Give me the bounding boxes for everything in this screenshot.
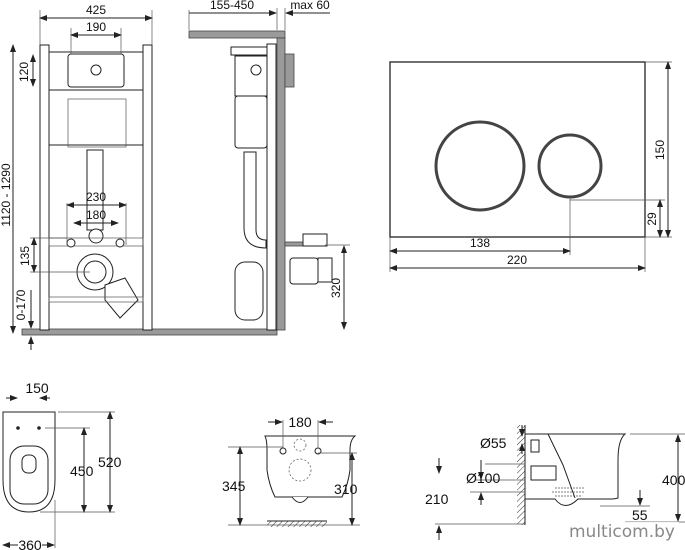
dim-drain-height: 135 [18, 246, 32, 266]
dim-plate-height: 120 [17, 62, 31, 82]
dim-top-height: 345 [222, 478, 246, 494]
dim-stud-inner: 180 [86, 208, 106, 222]
toilet-bowl-rear [264, 435, 357, 498]
dim-hole-spacing: 150 [25, 380, 49, 396]
cistern [48, 89, 144, 146]
dim-button-offset: 29 [645, 212, 659, 226]
dim-length: 520 [98, 454, 122, 470]
toilet-rear-view: 180 345 310 [222, 414, 360, 527]
dim-plate-width2: 220 [507, 253, 527, 267]
dim-button-distance: 138 [470, 236, 490, 250]
dim-stud-outer: 230 [86, 190, 106, 204]
ceiling-slab [188, 30, 286, 39]
toilet-side-view: Ø55 Ø100 210 400 55 [425, 425, 685, 540]
dim-frame-width: 425 [86, 3, 106, 17]
wall [276, 37, 286, 331]
dim-outlet-height: 210 [425, 491, 449, 507]
toilet-seat [9, 445, 49, 505]
flush-plate-drawing: 150 29 138 220 [389, 61, 672, 272]
dim-plate-width: 190 [86, 20, 106, 34]
toilet-top-view: 150 450 520 360 [2, 380, 122, 550]
drain-bend [234, 261, 264, 321]
frame-post-left [39, 44, 50, 331]
dim-plate-h: 150 [653, 140, 667, 160]
dim-bottom-offset: 55 [632, 507, 648, 523]
flush-button-small [537, 133, 603, 199]
flush-button-large [434, 120, 526, 212]
toilet-bowl-side [524, 433, 627, 506]
dim-outlet-diameter: Ø100 [466, 470, 500, 486]
frame-post-right [142, 44, 153, 331]
dim-drain-axis: 320 [329, 278, 343, 298]
dim-wall-max: max 60 [290, 0, 330, 12]
dim-hole-to-front: 450 [70, 463, 94, 479]
dim-rear-hole-spacing: 180 [288, 414, 312, 430]
dim-inlet-diameter: Ø55 [480, 435, 507, 451]
cistern-side [234, 95, 268, 149]
frame-side-view: 155-450 max 60 320 [188, 0, 350, 331]
dim-side-height: 400 [662, 472, 685, 488]
frame-front-view: 425 190 120 1120 - 1290 230 180 135 0-17… [0, 3, 278, 350]
dim-leg-adjust: 0-170 [14, 289, 28, 320]
dim-depth: 155-450 [210, 0, 254, 12]
dim-frame-height: 1120 - 1290 [0, 163, 13, 226]
flush-mechanism [67, 53, 125, 88]
dim-width: 360 [18, 537, 42, 550]
watermark: multicom.by [564, 522, 679, 542]
dim-hole-height: 310 [334, 481, 358, 497]
